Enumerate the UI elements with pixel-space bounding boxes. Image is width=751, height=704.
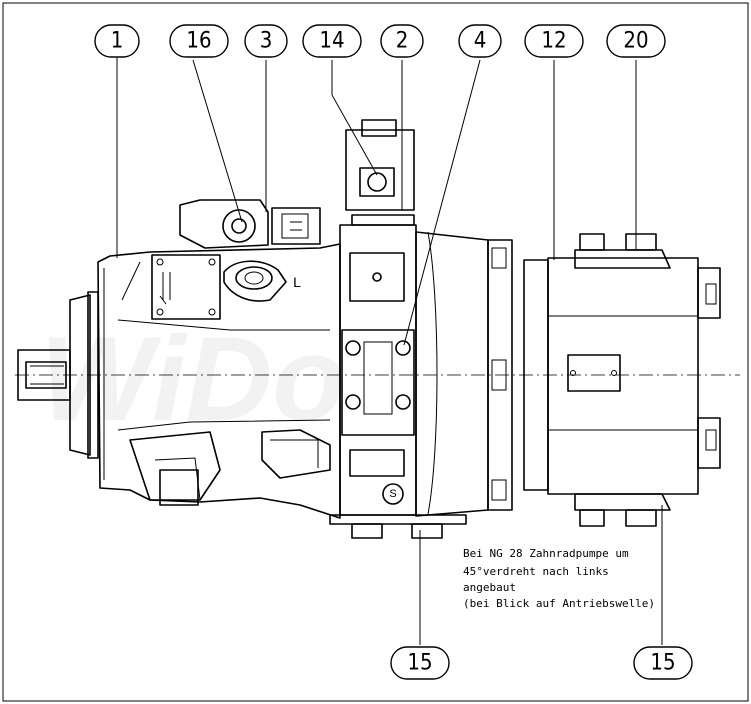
callout-15-left-label: 15 [407, 651, 432, 676]
valve-plate [349, 252, 405, 302]
note-line-4: (bei Blick auf Antriebswelle) [463, 597, 655, 610]
callout-15-right: 15 [633, 646, 693, 680]
callout-15-left: 15 [390, 646, 450, 680]
port-block-upper [151, 254, 221, 320]
port-l [223, 260, 287, 302]
control-valve [179, 199, 321, 249]
callout-4: 4 [458, 24, 502, 58]
assembly-note: Bei NG 28 Zahnradpumpe um 45°verdreht na… [463, 547, 655, 610]
callout-15-right-label: 15 [650, 651, 675, 676]
callout-1: 1 [94, 24, 140, 58]
note-line-3: angebaut [463, 581, 516, 594]
main-pump-body: L [17, 243, 341, 519]
note-line-1: Bei NG 28 Zahnradpumpe um [463, 547, 629, 560]
callout-4-label: 4 [474, 29, 487, 54]
gear-pump [523, 233, 721, 527]
callout-1-label: 1 [111, 29, 124, 54]
leader-lines [116, 58, 663, 645]
callout-3-label: 3 [260, 29, 273, 54]
solenoid-connector [271, 207, 321, 245]
center-block: S [329, 119, 467, 539]
adapter-housing [415, 231, 513, 517]
pressure-valve [345, 129, 415, 211]
callout-3: 3 [244, 24, 288, 58]
callout-12: 12 [524, 24, 584, 58]
callout-16-label: 16 [186, 29, 211, 54]
callout-14-label: 14 [319, 29, 344, 54]
callout-20: 20 [606, 24, 666, 58]
port-l-mark: L [293, 274, 301, 290]
pilot-valve [341, 329, 415, 436]
callout-20-label: 20 [623, 29, 648, 54]
callout-2-label: 2 [396, 29, 409, 54]
callout-12-label: 12 [541, 29, 566, 54]
note-line-2: 45°verdreht nach links [463, 565, 609, 578]
port-s [382, 483, 404, 505]
callout-16: 16 [169, 24, 229, 58]
housing-outline [97, 243, 341, 519]
mounting-flange [69, 294, 91, 456]
port-s-mark: S [389, 488, 396, 500]
adjustment-screw [222, 209, 256, 243]
callout-2: 2 [380, 24, 424, 58]
gear-pump-body [547, 257, 699, 495]
callout-14: 14 [302, 24, 362, 58]
watermark: WiDo [40, 312, 346, 446]
